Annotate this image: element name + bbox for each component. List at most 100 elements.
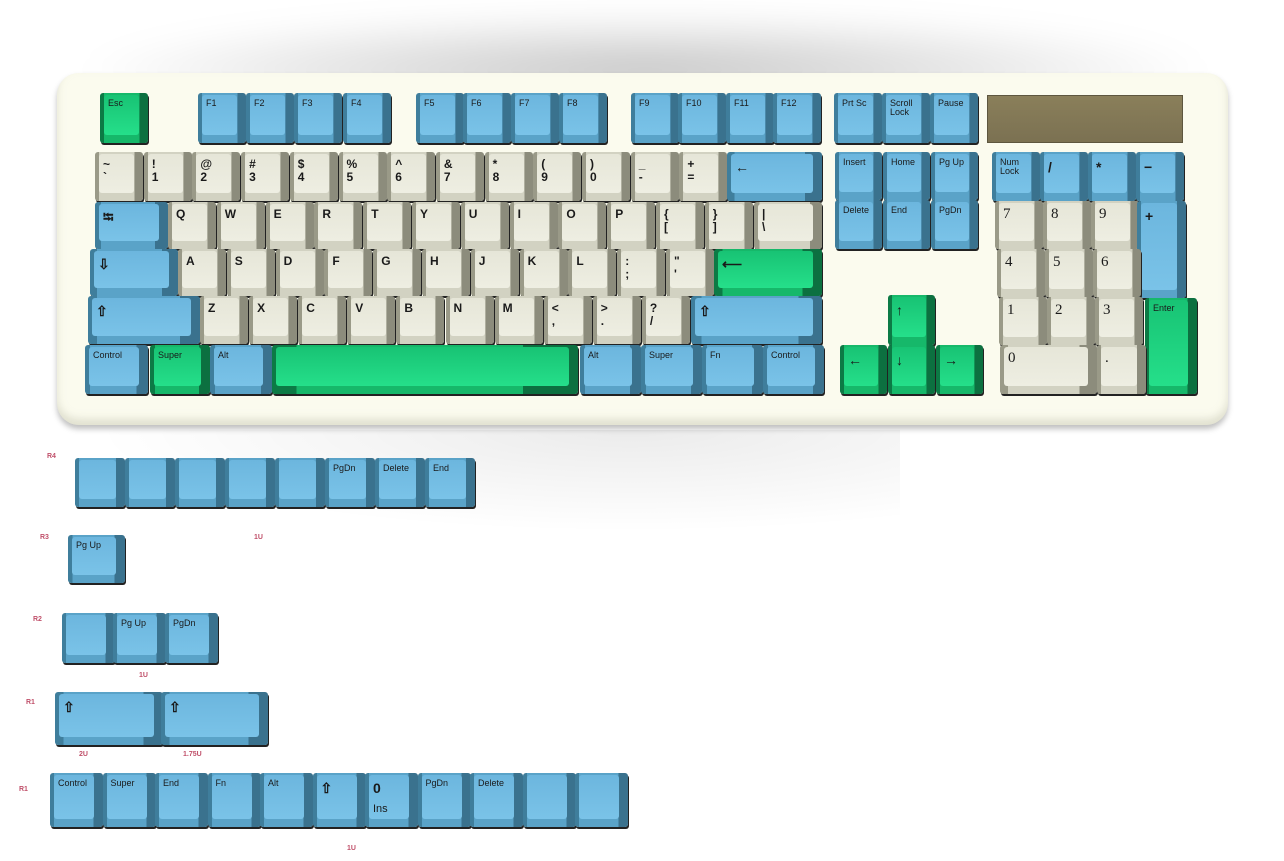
key-f3[interactable]: F3 [294, 93, 342, 143]
key-d[interactable]: D [275, 249, 324, 296]
key-enter[interactable]: Enter [1145, 298, 1197, 394]
kit-key[interactable] [575, 773, 628, 827]
key-6[interactable]: 6 [1093, 249, 1141, 297]
key-pause[interactable]: Pause [930, 93, 978, 143]
kit-key[interactable] [522, 773, 576, 827]
key-:-;[interactable]: : ; [617, 249, 666, 296]
kit-key[interactable]: ⇧ [312, 773, 366, 827]
key-insert[interactable]: Insert [835, 152, 882, 200]
key-⇧[interactable]: ⇧ [88, 296, 200, 344]
key-w[interactable]: W [216, 202, 265, 249]
key-space[interactable] [272, 345, 578, 394]
kit-key[interactable] [62, 613, 115, 663]
key-scroll-lock[interactable]: Scroll Lock [882, 93, 930, 143]
key-esc[interactable]: Esc [100, 93, 148, 143]
key-h[interactable]: H [422, 249, 470, 296]
key-p[interactable]: P [607, 202, 656, 249]
key-^-6[interactable]: ^ 6 [387, 152, 436, 201]
key-num-lock[interactable]: Num Lock [992, 152, 1040, 201]
kit-key[interactable]: End [155, 773, 208, 827]
key-#-3[interactable]: # 3 [241, 152, 290, 201]
kit-key[interactable]: Control [50, 773, 103, 827]
kit-key[interactable]: Pg Up [68, 535, 125, 583]
key-super[interactable]: Super [641, 345, 702, 394]
key-f10[interactable]: F10 [678, 93, 726, 143]
key-end[interactable]: End [883, 200, 930, 249]
key-4[interactable]: 4 [997, 249, 1045, 297]
key-|-\[interactable]: | \ [754, 202, 822, 249]
key-→[interactable]: → [936, 345, 983, 394]
kit-key[interactable]: ⇧ [55, 692, 163, 745]
key-prt-sc[interactable]: Prt Sc [834, 93, 882, 143]
kit-key[interactable]: PgDn [165, 613, 218, 663]
key-f9[interactable]: F9 [631, 93, 679, 143]
key-pg-up[interactable]: Pg Up [931, 152, 978, 200]
key-f[interactable]: F [324, 249, 373, 296]
key-n[interactable]: N [445, 296, 494, 344]
key-t[interactable]: T [363, 202, 412, 249]
key-7[interactable]: 7 [995, 201, 1043, 249]
kit-key[interactable]: ⇧ [161, 692, 268, 745]
key-c[interactable]: C [298, 296, 347, 344]
key-q[interactable]: Q [168, 202, 216, 249]
key-k[interactable]: K [519, 249, 568, 296]
kit-key[interactable] [225, 458, 275, 507]
key-f5[interactable]: F5 [416, 93, 464, 143]
key-e[interactable]: E [265, 202, 314, 249]
key-a[interactable]: A [178, 249, 226, 296]
key-v[interactable]: V [347, 296, 396, 344]
key-b[interactable]: B [396, 296, 445, 344]
key-%-5[interactable]: % 5 [338, 152, 387, 201]
key-o[interactable]: O [558, 202, 607, 249]
key-2[interactable]: 2 [1047, 297, 1095, 345]
key-&-7[interactable]: & 7 [435, 152, 484, 201]
key-/[interactable]: / [1040, 152, 1088, 201]
kit-key[interactable]: Delete [470, 773, 523, 827]
kit-key[interactable] [125, 458, 175, 507]
key-home[interactable]: Home [883, 152, 930, 200]
key-control[interactable]: Control [85, 345, 148, 394]
key-9[interactable]: 9 [1091, 201, 1139, 249]
key-{-[[interactable]: { [ [656, 202, 704, 249]
key-y[interactable]: Y [412, 202, 460, 249]
key-)-0[interactable]: ) 0 [582, 152, 630, 201]
key-~-`[interactable]: ~ ` [95, 152, 143, 201]
key-?-/[interactable]: ? / [641, 296, 690, 344]
key-fn[interactable]: Fn [702, 345, 763, 394]
key-}-][interactable]: } ] [704, 202, 753, 249]
key-⟵[interactable]: ⟵ [714, 249, 822, 296]
key-+-=[interactable]: + = [679, 152, 728, 201]
key-control[interactable]: Control [763, 345, 824, 394]
key-−[interactable]: − [1136, 152, 1184, 201]
key-x[interactable]: X [249, 296, 298, 344]
key-⇩[interactable]: ⇩ [90, 249, 178, 296]
key-r[interactable]: R [314, 202, 363, 249]
key-f6[interactable]: F6 [463, 93, 511, 143]
key-pgdn[interactable]: PgDn [931, 200, 978, 249]
key-i[interactable]: I [509, 202, 558, 249]
key-f1[interactable]: F1 [198, 93, 246, 143]
kit-key[interactable] [75, 458, 125, 507]
key-alt[interactable]: Alt [210, 345, 272, 394]
kit-key[interactable] [275, 458, 325, 507]
kit-key[interactable]: Delete [375, 458, 425, 507]
key-s[interactable]: S [226, 249, 275, 296]
key-⇧[interactable]: ⇧ [691, 296, 822, 344]
kit-key[interactable]: Alt [260, 773, 313, 827]
key-"-'[interactable]: " ' [666, 249, 714, 296]
key-l[interactable]: L [568, 249, 617, 296]
key-f4[interactable]: F4 [343, 93, 391, 143]
key-@-2[interactable]: @ 2 [192, 152, 241, 201]
kit-key[interactable]: Pg Up [113, 613, 166, 663]
key-*-8[interactable]: * 8 [484, 152, 533, 201]
key->-.[interactable]: > . [592, 296, 641, 344]
key-j[interactable]: J [470, 249, 519, 296]
key-_--[interactable]: _ - [630, 152, 679, 201]
key-super[interactable]: Super [150, 345, 210, 394]
key-.[interactable]: . [1097, 345, 1146, 394]
key-f8[interactable]: F8 [559, 93, 607, 143]
key-f12[interactable]: F12 [773, 93, 821, 143]
key-↑[interactable]: ↑ [888, 295, 935, 345]
key-g[interactable]: G [373, 249, 422, 296]
